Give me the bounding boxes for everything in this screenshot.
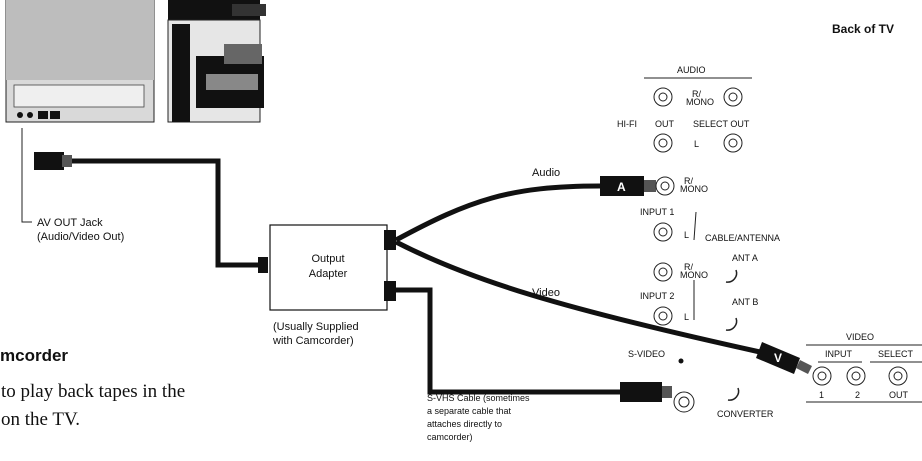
tv-l-in1: L bbox=[684, 230, 689, 240]
av-cable bbox=[34, 152, 268, 273]
tv-select-out-label: SELECT OUT bbox=[693, 119, 750, 129]
svhs-label-line3: attaches directly to bbox=[427, 419, 502, 429]
av-out-jack-sublabel: (Audio/Video Out) bbox=[37, 231, 124, 243]
tv-audio-label: AUDIO bbox=[677, 65, 706, 75]
adapter-note-line2: with Camcorder) bbox=[272, 335, 354, 347]
back-of-tv-label: Back of TV bbox=[832, 22, 894, 36]
tv-select-label: SELECT bbox=[878, 349, 914, 359]
section-heading: mcorder bbox=[0, 346, 68, 365]
tv-cable-antenna-label: CABLE/ANTENNA bbox=[705, 233, 780, 243]
tv-ant-a-label: ANT A bbox=[732, 253, 758, 263]
svhs-label-line2: a separate cable that bbox=[427, 406, 512, 416]
svhs-label-line4: camcorder) bbox=[427, 432, 473, 442]
tv-input2-label: INPUT 2 bbox=[640, 291, 674, 301]
av-out-callout-line bbox=[22, 128, 32, 222]
tv-input-2-label: 2 bbox=[855, 390, 860, 400]
tv-mono-top: MONO bbox=[686, 97, 714, 107]
av-out-jack-label: AV OUT Jack bbox=[37, 217, 103, 229]
tv-ant-b-label: ANT B bbox=[732, 297, 758, 307]
audio-plug-label: A bbox=[617, 180, 626, 194]
adapter-label-line2: Adapter bbox=[309, 268, 348, 280]
tv-mono-in1: MONO bbox=[680, 184, 708, 194]
tv-converter-label: CONVERTER bbox=[717, 409, 774, 419]
video-plug-label: V bbox=[774, 351, 782, 365]
tv-input1-label: INPUT 1 bbox=[640, 207, 674, 217]
body-text-line1: to play back tapes in the bbox=[1, 381, 185, 402]
tv-out-label: OUT bbox=[655, 119, 675, 129]
tv-mono-in2: MONO bbox=[680, 270, 708, 280]
body-text-line2: on the TV. bbox=[1, 409, 80, 430]
adapter-label-line1: Output bbox=[311, 253, 344, 265]
tv-video-label: VIDEO bbox=[846, 332, 874, 342]
adapter-note-line1: (Usually Supplied bbox=[273, 321, 359, 333]
tv-hifi-label: HI-FI bbox=[617, 119, 637, 129]
svhs-cable bbox=[396, 290, 672, 402]
audio-cable-label: Audio bbox=[532, 167, 560, 179]
tv-out-select-label: OUT bbox=[889, 390, 909, 400]
video-cable-label: Video bbox=[532, 287, 560, 299]
tv-svideo-label: S-VIDEO bbox=[628, 349, 665, 359]
tv-input-label: INPUT bbox=[825, 349, 853, 359]
camcorder-illustration bbox=[6, 0, 266, 122]
tv-l-top: L bbox=[694, 139, 699, 149]
svhs-label-line1: S-VHS Cable (sometimes bbox=[427, 393, 530, 403]
tv-l-in2: L bbox=[684, 312, 689, 322]
tv-input-1-label: 1 bbox=[819, 390, 824, 400]
